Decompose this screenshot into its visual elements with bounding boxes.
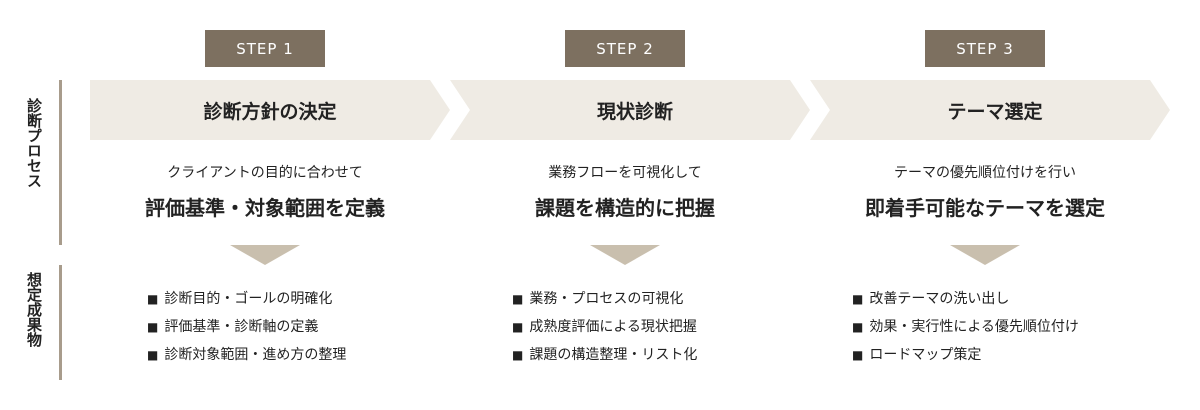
step-headline: 課題を構造的に把握 [535, 196, 715, 220]
side-label-deliverables: 想定成果物 [22, 272, 46, 353]
step-arrow-band: 診断方針の決定 [90, 80, 450, 140]
step-subtitle: テーマの優先順位付けを行い [894, 165, 1076, 181]
step-title: 現状診断 [596, 100, 673, 123]
step-arrow-band: 現状診断 [450, 80, 810, 140]
divider-line [59, 265, 62, 380]
list-item: ロードマップ策定 [852, 344, 1079, 372]
step-arrow-band: テーマ選定 [810, 80, 1170, 140]
deliverables-list: 改善テーマの洗い出し 効果・実行性による優先順位付け ロードマップ策定 [852, 288, 1079, 372]
list-item: 課題の構造整理・リスト化 [512, 344, 697, 372]
list-item: 診断対象範囲・進め方の整理 [147, 344, 346, 372]
step-headline: 評価基準・対象範囲を定義 [145, 196, 385, 220]
deliverables-list: 診断目的・ゴールの明確化 評価基準・診断軸の定義 診断対象範囲・進め方の整理 [147, 288, 346, 372]
list-item: 改善テーマの洗い出し [852, 288, 1079, 316]
step-subtitle: クライアントの目的に合わせて [167, 165, 363, 181]
step-headline: 即着手可能なテーマを選定 [865, 196, 1105, 220]
step-title: 診断方針の決定 [203, 100, 337, 123]
list-item: 評価基準・診断軸の定義 [147, 316, 346, 344]
step-badge: STEP 3 [925, 30, 1045, 67]
list-item: 効果・実行性による優先順位付け [852, 316, 1079, 344]
list-item: 診断目的・ゴールの明確化 [147, 288, 346, 316]
down-triangle-icon [950, 245, 1020, 265]
step-subtitle: 業務フローを可視化して [548, 165, 702, 181]
deliverables-list: 業務・プロセスの可視化 成熟度評価による現状把握 課題の構造整理・リスト化 [512, 288, 697, 372]
list-item: 成熟度評価による現状把握 [512, 316, 697, 344]
step-title: テーマ選定 [947, 100, 1043, 123]
side-label-process: 診断プロセス [22, 98, 46, 194]
down-triangle-icon [230, 245, 300, 265]
divider-line [59, 80, 62, 245]
side-label-process-text: 診断プロセス [25, 98, 43, 188]
step-badge: STEP 2 [565, 30, 685, 67]
side-label-deliverables-text: 想定成果物 [25, 272, 43, 347]
step-badge: STEP 1 [205, 30, 325, 67]
down-triangle-icon [590, 245, 660, 265]
list-item: 業務・プロセスの可視化 [512, 288, 697, 316]
